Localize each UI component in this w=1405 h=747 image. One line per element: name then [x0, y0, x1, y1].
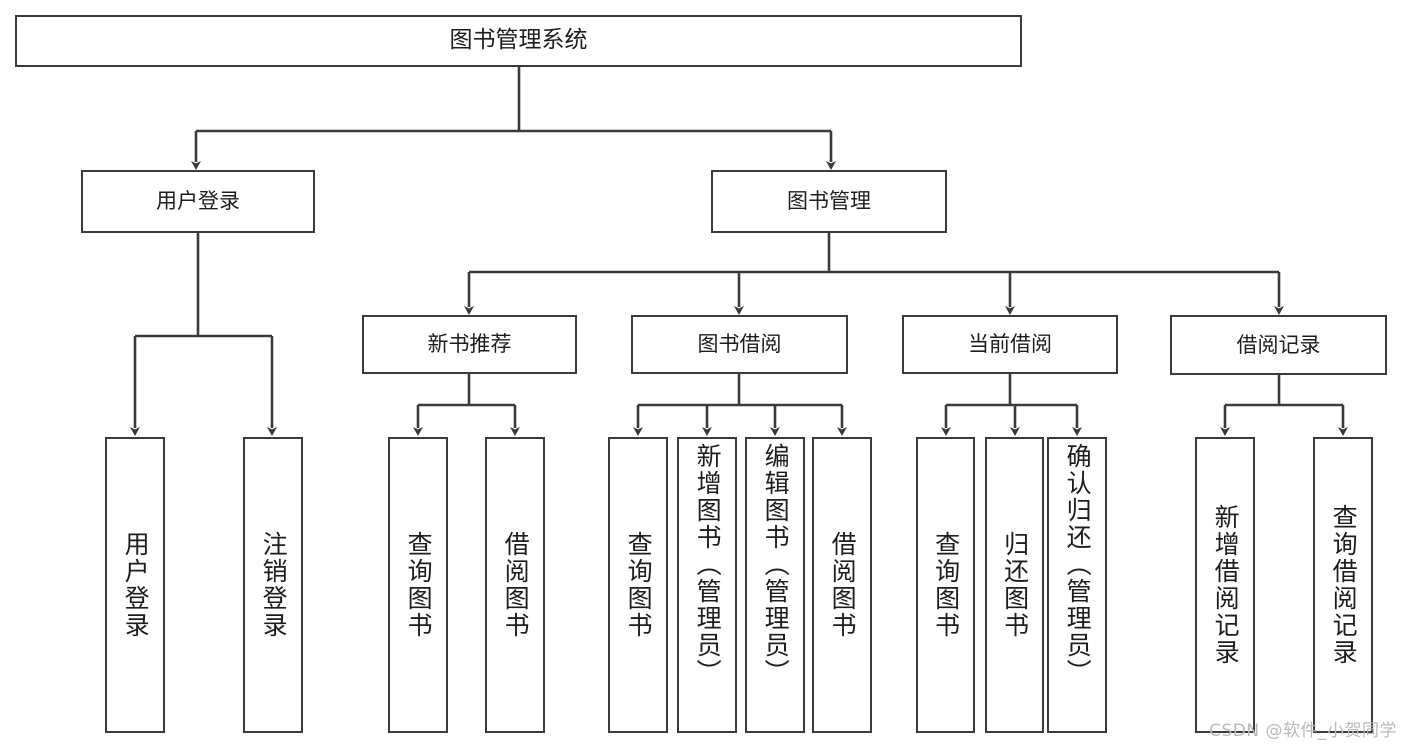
node-label: 新书推荐: [427, 332, 512, 357]
node-label: 注销登录: [259, 531, 289, 639]
leaf-query-borrow-record[interactable]: 查询借阅记录: [1313, 437, 1373, 733]
leaf-borrow-book-new-book[interactable]: 借阅图书: [485, 437, 545, 733]
node-label: 编辑图书（管理员）: [761, 443, 791, 686]
leaf-confirm-return-admin[interactable]: 确认归还（管理员）: [1047, 437, 1107, 733]
leaf-edit-book-admin[interactable]: 编辑图书（管理员）: [745, 437, 805, 733]
node-label: 用户登录: [156, 189, 240, 214]
node-label: 图书借阅: [697, 332, 782, 357]
node-user-login[interactable]: 用户登录: [81, 170, 315, 233]
leaf-query-book-current[interactable]: 查询图书: [916, 437, 975, 733]
leaf-query-book-borrow[interactable]: 查询图书: [608, 437, 668, 733]
node-root-book-management-system[interactable]: 图书管理系统: [15, 15, 1022, 67]
node-borrow-record[interactable]: 借阅记录: [1170, 315, 1387, 375]
node-label: 新增借阅记录: [1211, 504, 1241, 666]
node-label: 借阅记录: [1236, 332, 1321, 357]
leaf-borrow-book-borrow[interactable]: 借阅图书: [812, 437, 872, 733]
leaf-return-book[interactable]: 归还图书: [985, 437, 1044, 733]
node-label: 查询图书: [404, 531, 434, 639]
leaf-add-borrow-record[interactable]: 新增借阅记录: [1195, 437, 1255, 733]
node-label: 查询图书: [624, 531, 654, 639]
node-label: 新增图书（管理员）: [693, 443, 723, 686]
node-label: 借阅图书: [501, 531, 531, 639]
node-label: 借阅图书: [828, 531, 858, 639]
node-label: 图书管理: [787, 189, 871, 214]
node-label: 归还图书: [1000, 531, 1030, 639]
leaf-user-logout[interactable]: 注销登录: [243, 437, 303, 733]
node-label: 用户登录: [121, 531, 151, 639]
node-current-borrow[interactable]: 当前借阅: [902, 315, 1118, 374]
node-label: 图书管理系统: [449, 27, 588, 54]
node-book-management[interactable]: 图书管理: [711, 170, 947, 233]
node-label: 当前借阅: [968, 332, 1052, 357]
leaf-add-book-admin[interactable]: 新增图书（管理员）: [677, 437, 737, 733]
leaf-query-book-new-book[interactable]: 查询图书: [388, 437, 448, 733]
node-book-borrow[interactable]: 图书借阅: [631, 315, 848, 374]
leaf-user-login[interactable]: 用户登录: [105, 437, 165, 733]
node-new-book-recommendation[interactable]: 新书推荐: [362, 315, 577, 374]
node-label: 查询图书: [931, 531, 961, 639]
node-label: 确认归还（管理员）: [1063, 443, 1093, 686]
node-label: 查询借阅记录: [1329, 504, 1359, 666]
